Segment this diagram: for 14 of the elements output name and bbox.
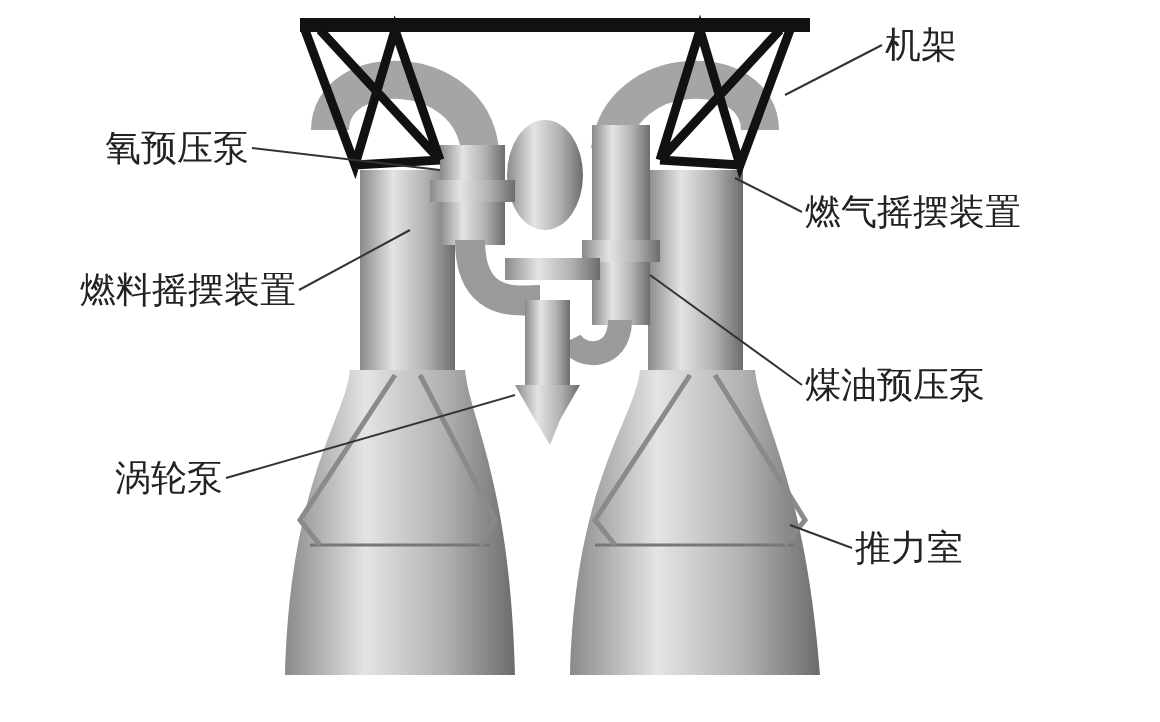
leader-line	[784, 44, 883, 96]
leader-line	[789, 524, 853, 549]
part-label: 氧预压泵	[105, 128, 249, 168]
part-label: 煤油预压泵	[805, 365, 985, 405]
part-label: 燃料摇摆装置	[80, 270, 296, 310]
leader-line	[734, 177, 803, 213]
leader-line	[251, 147, 441, 171]
leader-line	[298, 229, 411, 291]
part-label: 涡轮泵	[115, 458, 223, 498]
part-label: 燃气摇摆装置	[805, 192, 1021, 232]
part-label: 机架	[885, 25, 957, 65]
leader-line	[225, 394, 516, 479]
leader-line	[649, 274, 803, 386]
part-label: 推力室	[855, 528, 963, 568]
